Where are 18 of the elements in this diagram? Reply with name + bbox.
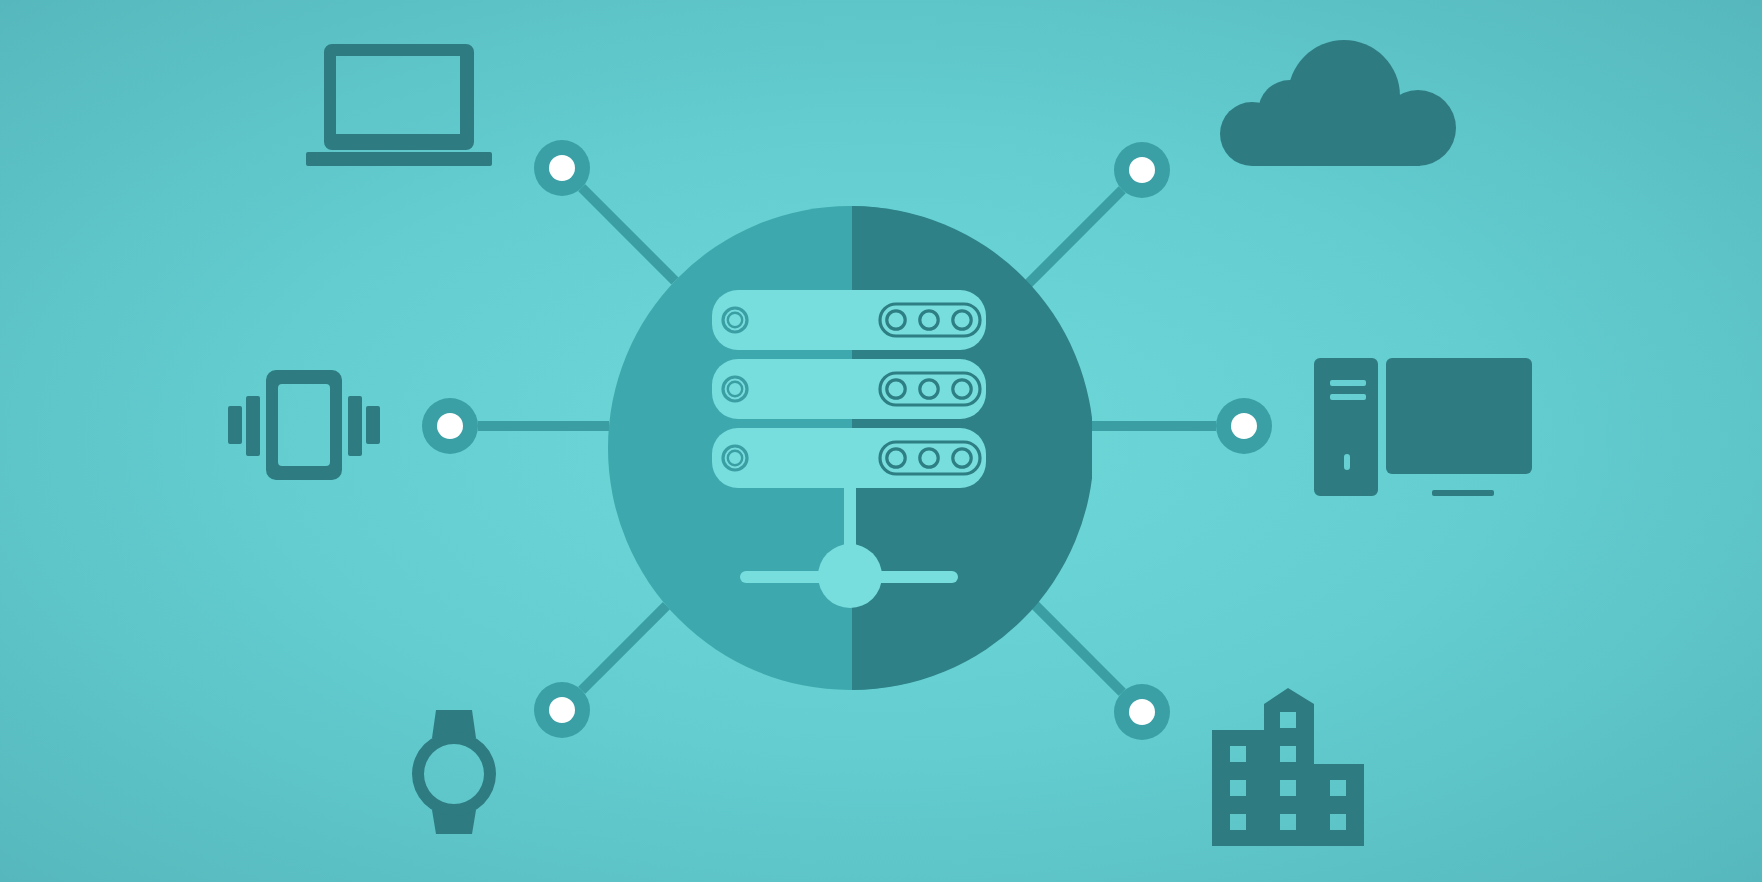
hub-circle [608, 206, 1092, 690]
server-icon [708, 286, 988, 610]
connector-line [578, 184, 679, 285]
endpoint-dot-icon [534, 682, 590, 738]
endpoint-dot-icon [534, 140, 590, 196]
connector-line [1024, 186, 1126, 288]
endpoint-dot-icon [1216, 398, 1272, 454]
endpoint-dot-icon [422, 398, 478, 454]
desktop-computer-icon [1312, 356, 1534, 498]
endpoint-dot-icon [1114, 142, 1170, 198]
connector-line [1091, 421, 1216, 431]
connector-line [1031, 601, 1126, 696]
cloud-icon [1218, 38, 1458, 168]
phone-icon [226, 368, 382, 482]
connector-line [478, 421, 609, 431]
connector-line [578, 602, 670, 694]
endpoint-dot-icon [1114, 684, 1170, 740]
building-icon [1210, 686, 1366, 848]
